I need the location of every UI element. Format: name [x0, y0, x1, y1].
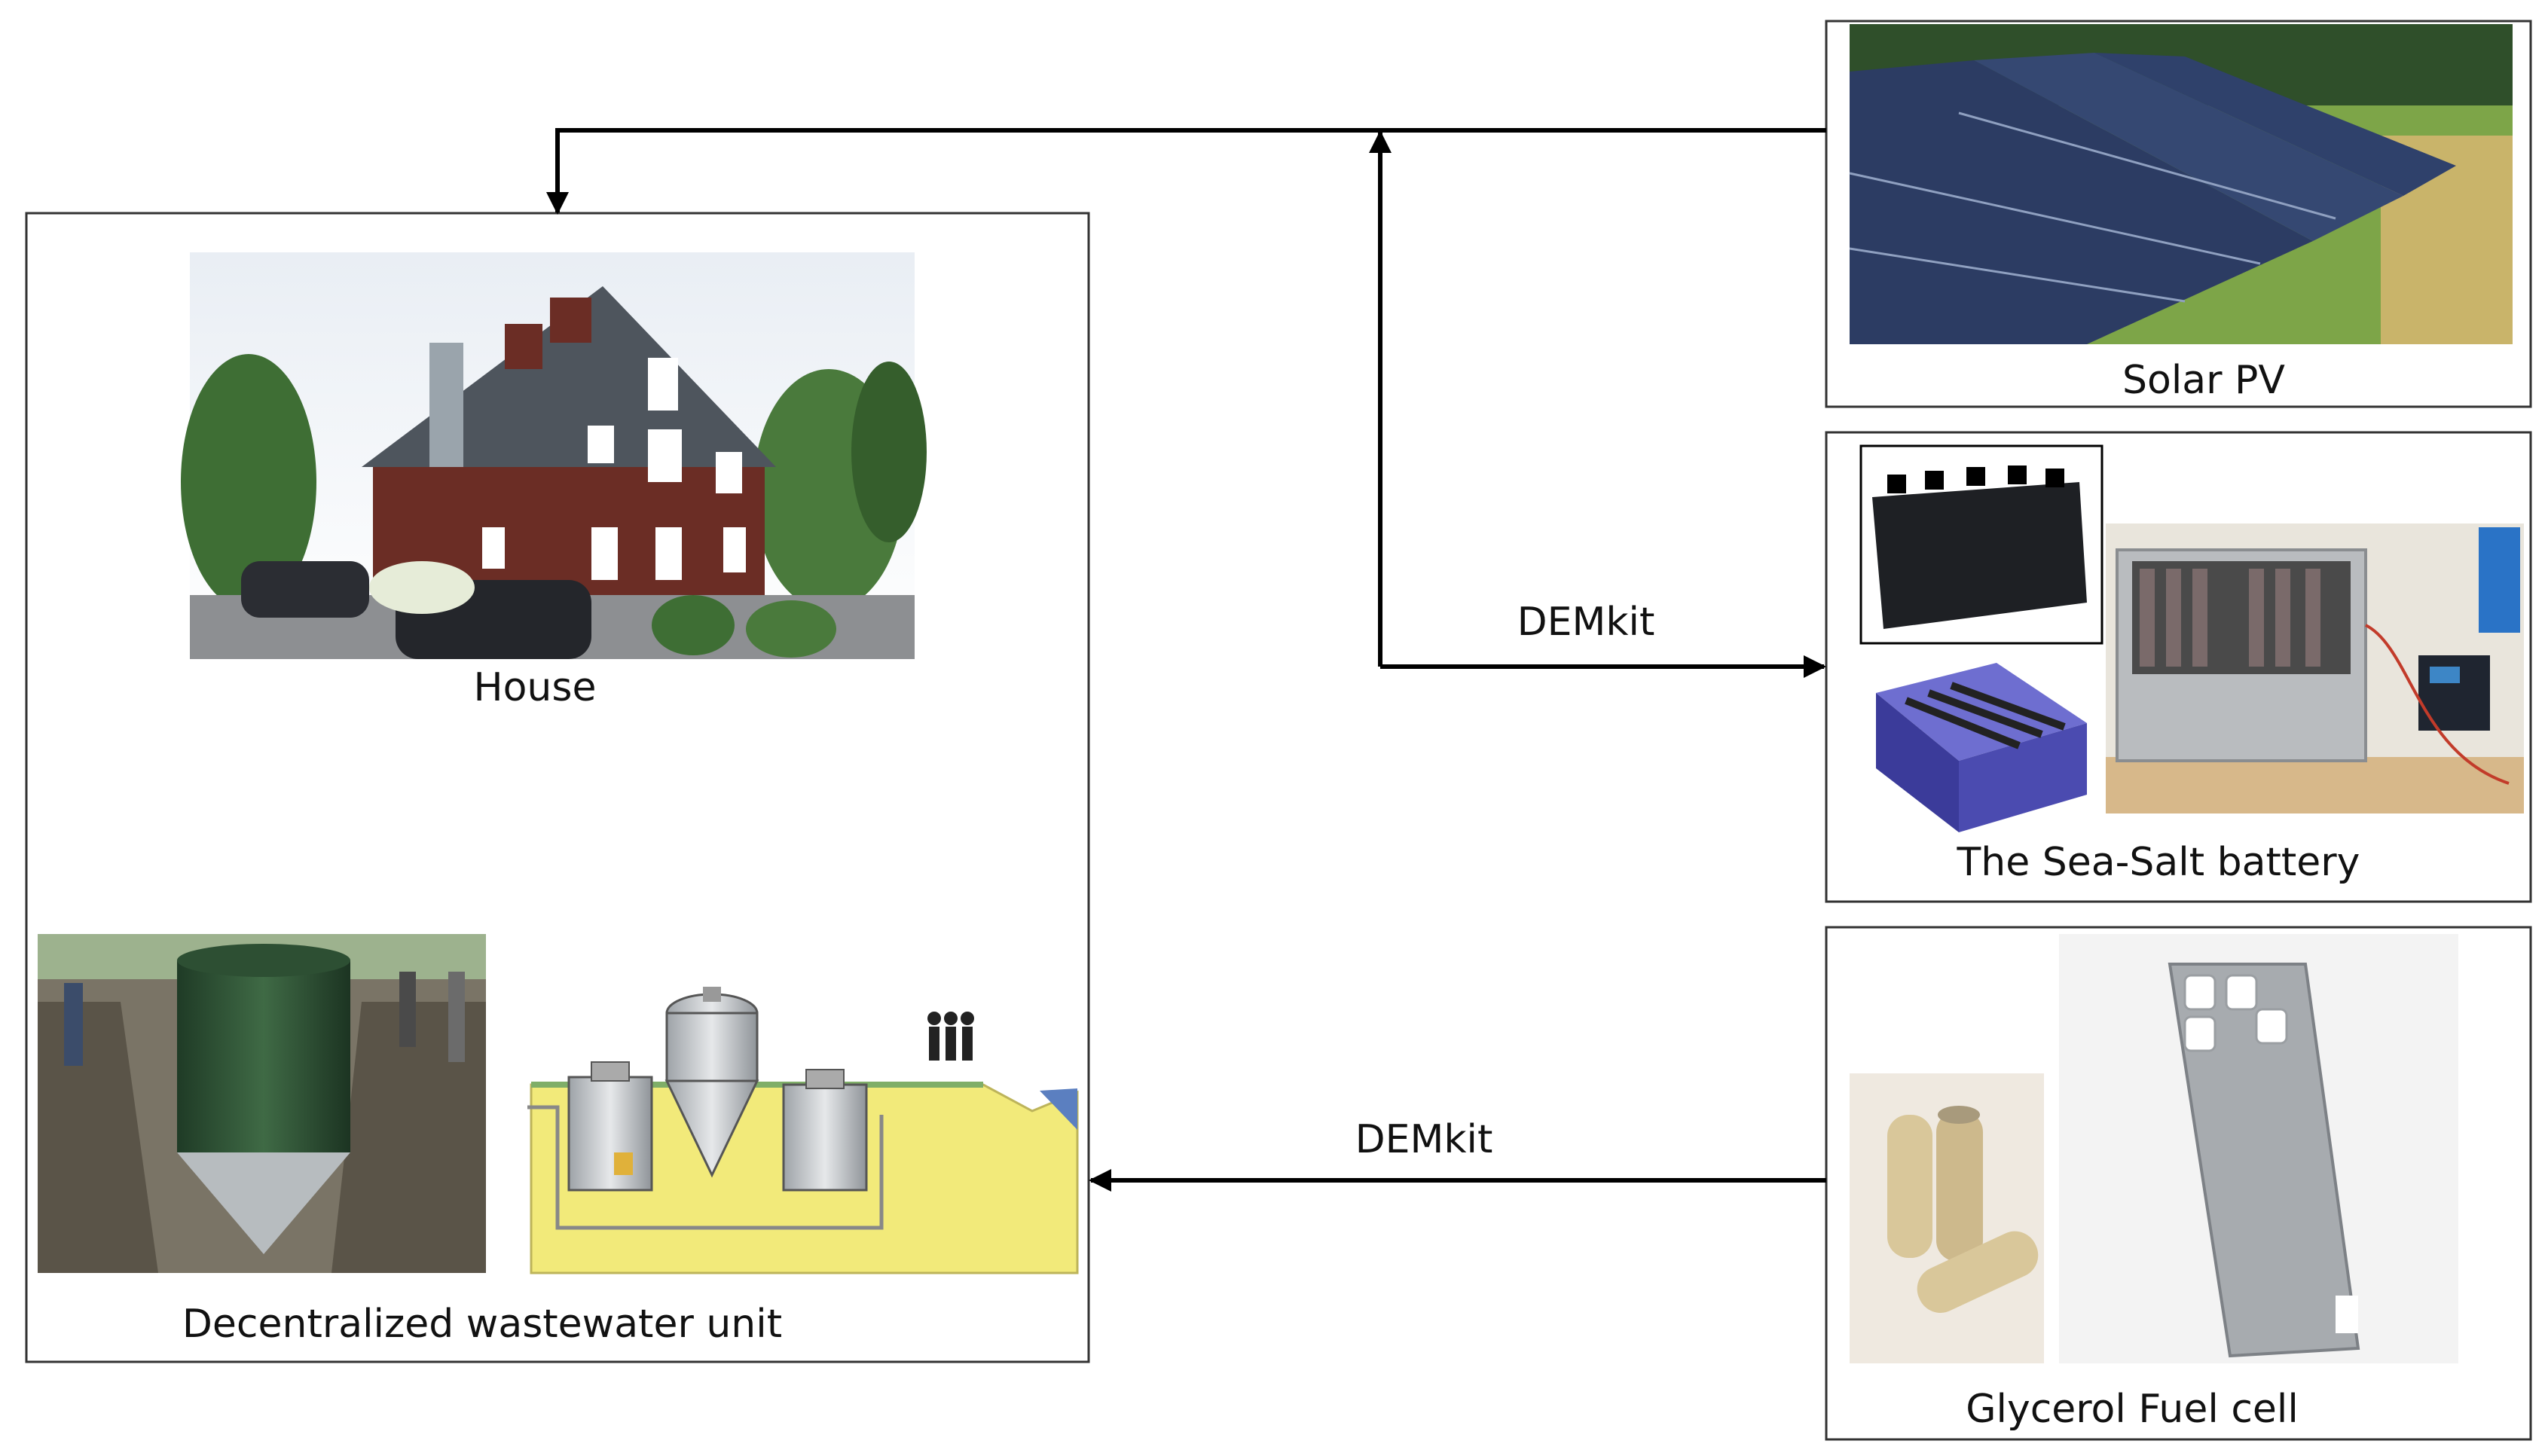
battery-label: The Sea-Salt battery	[1957, 840, 2360, 885]
battery-frame	[1825, 431, 2532, 903]
battery-photo	[1859, 444, 2524, 846]
fuelcell-label: Glycerol Fuel cell	[1966, 1387, 2299, 1432]
wastewater-tank-photo	[38, 934, 486, 1273]
house-photo	[181, 252, 927, 659]
demkit-bottom-label: DEMkit	[1355, 1117, 1493, 1162]
demkit-top-label: DEMkit	[1517, 600, 1655, 645]
house-label: House	[474, 665, 597, 710]
wastewater-label: Decentralized wastewater unit	[182, 1302, 782, 1347]
fuelcell-frame	[1825, 926, 2532, 1441]
solar-label: Solar PV	[2122, 358, 2285, 403]
solar-frame	[1825, 20, 2532, 408]
solar-panels-photo	[1849, 24, 2513, 344]
wastewater-schematic	[527, 938, 1079, 1274]
solar-to-house-arrow	[546, 128, 1826, 215]
fuel-cell-photo	[1850, 934, 2458, 1363]
